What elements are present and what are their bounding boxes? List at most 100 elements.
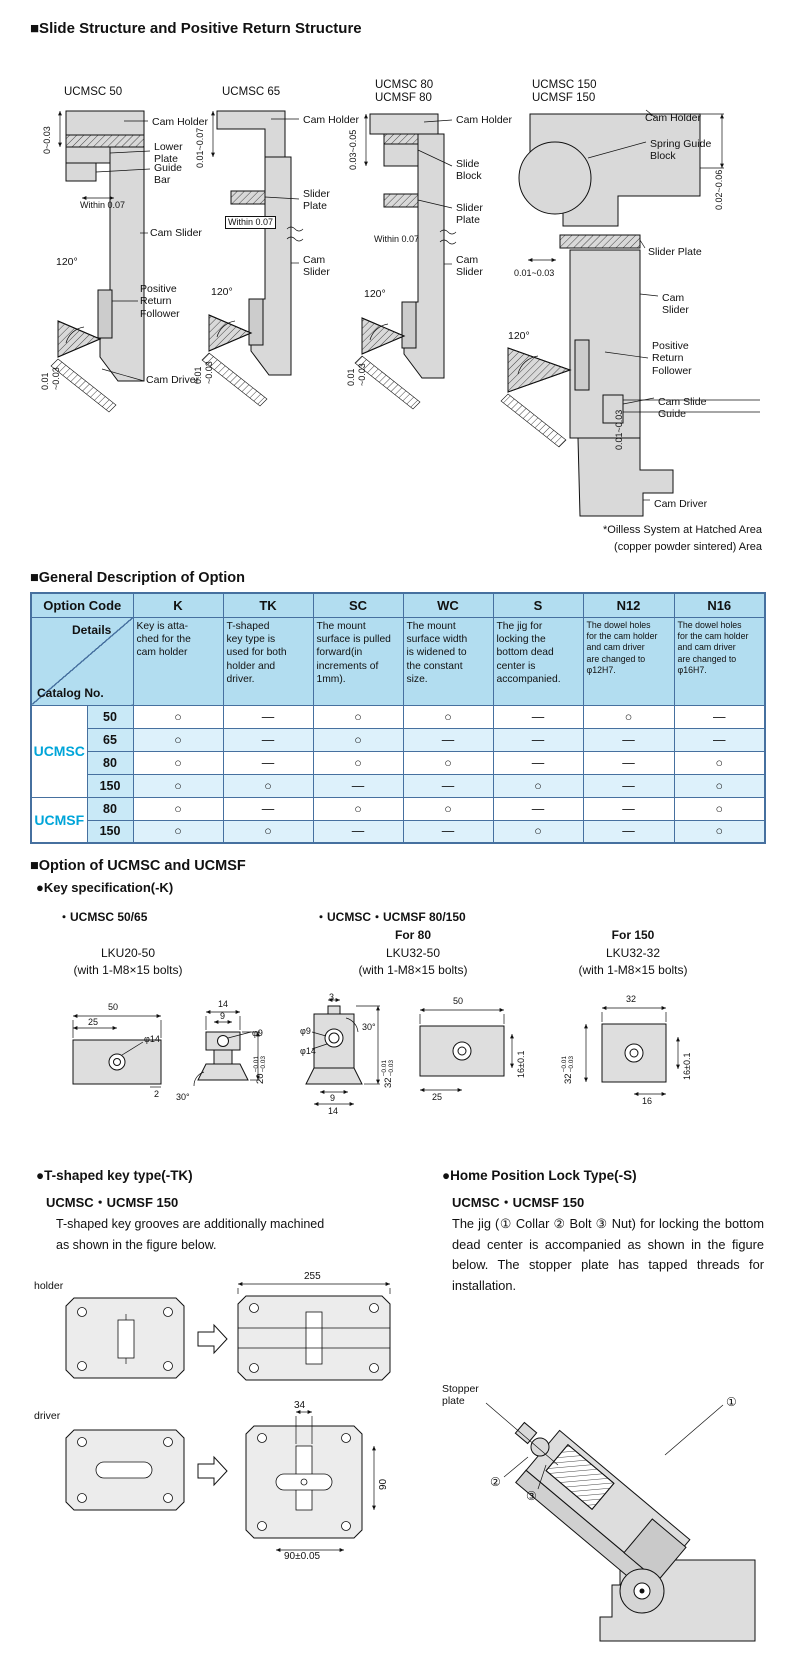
mark-tk: ○ <box>222 773 314 798</box>
label-dim-right: 0.01~0.03 <box>614 409 624 450</box>
tk-holder-figure: holder 255 <box>30 1270 430 1400</box>
section-title-options: ■General Description of Option <box>30 570 246 586</box>
column-header-k: K <box>132 592 224 618</box>
spring-guide-block-shape <box>518 141 592 215</box>
marker-2: ② <box>490 1475 501 1489</box>
catalog-size: 80 <box>86 750 134 775</box>
label-slide-block: Slide Block <box>456 158 482 183</box>
dim-16: 16±0.1 <box>516 1050 526 1078</box>
column-header-wc: WC <box>402 592 494 618</box>
column-header-sc: SC <box>312 592 404 618</box>
label-dim-top: 0.01~0.07 <box>195 127 205 168</box>
mark-wc: ― <box>402 773 494 798</box>
mark-s: ― <box>492 704 584 729</box>
option-description-tk: T-shaped key type is used for both holde… <box>222 616 314 706</box>
mark-n12: ― <box>582 750 675 775</box>
label-guide-bar: Guide Bar <box>154 162 183 187</box>
dim-14: 14 <box>328 1106 339 1116</box>
dim-255: 255 <box>304 1271 321 1282</box>
label-cam-holder: Cam Holder <box>456 114 513 126</box>
option-description-k: Key is atta- ched for the cam holder <box>132 616 224 706</box>
oilless-footnote: *Oilless System at Hatched Area (copper … <box>442 522 762 555</box>
cam-holder-shape <box>216 110 286 158</box>
dim-25: 25 <box>432 1092 443 1102</box>
ucmsc-50-figure <box>50 110 151 413</box>
dim-50: 50 <box>108 1002 119 1012</box>
collar-shape <box>623 1518 687 1582</box>
holder-label: holder <box>34 1280 64 1292</box>
dim-16-right: 16±0.1 <box>682 1052 692 1080</box>
mark-wc: ○ <box>402 750 494 775</box>
diagram-ucmsc-65: UCMSC 65 Cam Holder Slide <box>193 78 405 528</box>
positive-return-follower-shape <box>97 289 113 339</box>
cam-holder-shape <box>65 110 145 136</box>
mark-n16: ○ <box>673 750 766 775</box>
dim-34: 34 <box>294 1400 306 1411</box>
lock-figure: Stopper plate ① ② ③ <box>440 1325 794 1654</box>
mark-s: ― <box>492 750 584 775</box>
mark-sc: ― <box>312 773 404 798</box>
tk-model: UCMSC・UCMSF 150 <box>46 1195 179 1210</box>
catalog-size: 65 <box>86 727 134 752</box>
label-within: Within 0.07 <box>374 234 420 244</box>
marker-3: ③ <box>526 1489 537 1503</box>
label-angle: 120° <box>211 286 233 298</box>
mark-k: ○ <box>132 819 224 844</box>
column-header-tk: TK <box>222 592 314 618</box>
label-spring-guide-block: Spring Guide Block <box>650 138 712 163</box>
mark-n12: ― <box>582 773 675 798</box>
part-number-lku32-50: LKU32-50 <box>385 946 441 960</box>
catalog-group-ucmsc: UCMSC <box>30 704 88 798</box>
footnote-line2: (copper powder sintered) Area <box>614 540 762 553</box>
bolt-shape <box>530 1437 550 1457</box>
part-number-lku32-32: LKU32-32 <box>605 946 661 960</box>
ucmsc-80-figure <box>354 113 457 410</box>
label-cam-driver: Cam Driver <box>146 374 200 386</box>
marker-1: ① <box>726 1395 737 1409</box>
mark-n12: ○ <box>582 704 675 729</box>
key-drawing-lku32-32: 32 32−0.01 −0.03 16±0.1 16 <box>560 992 770 1137</box>
cam-slider-shape <box>99 146 145 382</box>
mark-k: ○ <box>132 773 224 798</box>
ucmsc-65-figure <box>201 110 304 407</box>
cam-driver-shape <box>577 437 674 517</box>
mark-wc: ― <box>402 819 494 844</box>
dim-3: 3 <box>329 992 335 1002</box>
label-slider-plate: Slider Plate <box>303 188 330 213</box>
dim-angle-30: 30° <box>362 1022 376 1032</box>
holder-drawing <box>65 1282 391 1381</box>
section-title-slide-structure: ■Slide Structure and Positive Return Str… <box>30 20 362 37</box>
guide-bar-shape <box>65 162 97 182</box>
option-description-sc: The mount surface is pulled forward(in i… <box>312 616 404 706</box>
dim-32-left: 32 <box>563 1073 575 1084</box>
label-dim-top: 0.02~0.06 <box>714 169 724 210</box>
diagram-title-line2: UCMSF 80 <box>375 92 432 104</box>
key-drawing-lku32-50: 3 φ9 φ14 9 14 30° 32−0.01 −0.03 50 16±0.… <box>300 992 565 1137</box>
mark-sc: ○ <box>312 796 404 821</box>
dim-dia9: φ9 <box>300 1026 311 1036</box>
table-row: 65○―○―――― <box>31 727 766 752</box>
driver-label: driver <box>34 1410 61 1422</box>
mark-n16: ― <box>673 704 766 729</box>
mark-n12: ― <box>582 796 675 821</box>
label-dim-bottom: 0.01 ~0.03 <box>193 361 214 384</box>
option-code-header: Option Code <box>30 592 134 618</box>
details-label: Details <box>72 622 112 637</box>
column-header-s: S <box>492 592 584 618</box>
label-dim-mid: 0.01~0.03 <box>514 268 555 278</box>
tk-section-title: ●T-shaped key type(-TK) <box>36 1168 193 1183</box>
dim-32-left-tol: 32−0.01 −0.03 <box>561 1056 576 1084</box>
mark-n16: ○ <box>673 773 766 798</box>
diagram-title-line1: UCMSC 80 <box>375 79 434 91</box>
table-row: 150○○――○―○ <box>31 773 766 798</box>
label-cam-slider: Cam Slider <box>456 254 483 279</box>
diagram-ucmsc-150: UCMSC 150 UCMSF 150 <box>500 78 794 558</box>
lock-drawing <box>485 1402 756 1642</box>
dim-9: 9 <box>330 1093 336 1103</box>
bolts-note-small: (with 1-M8×15 bolts) <box>73 963 183 977</box>
for-80-label: For 80 <box>394 928 431 942</box>
mark-n12: ― <box>582 727 675 752</box>
